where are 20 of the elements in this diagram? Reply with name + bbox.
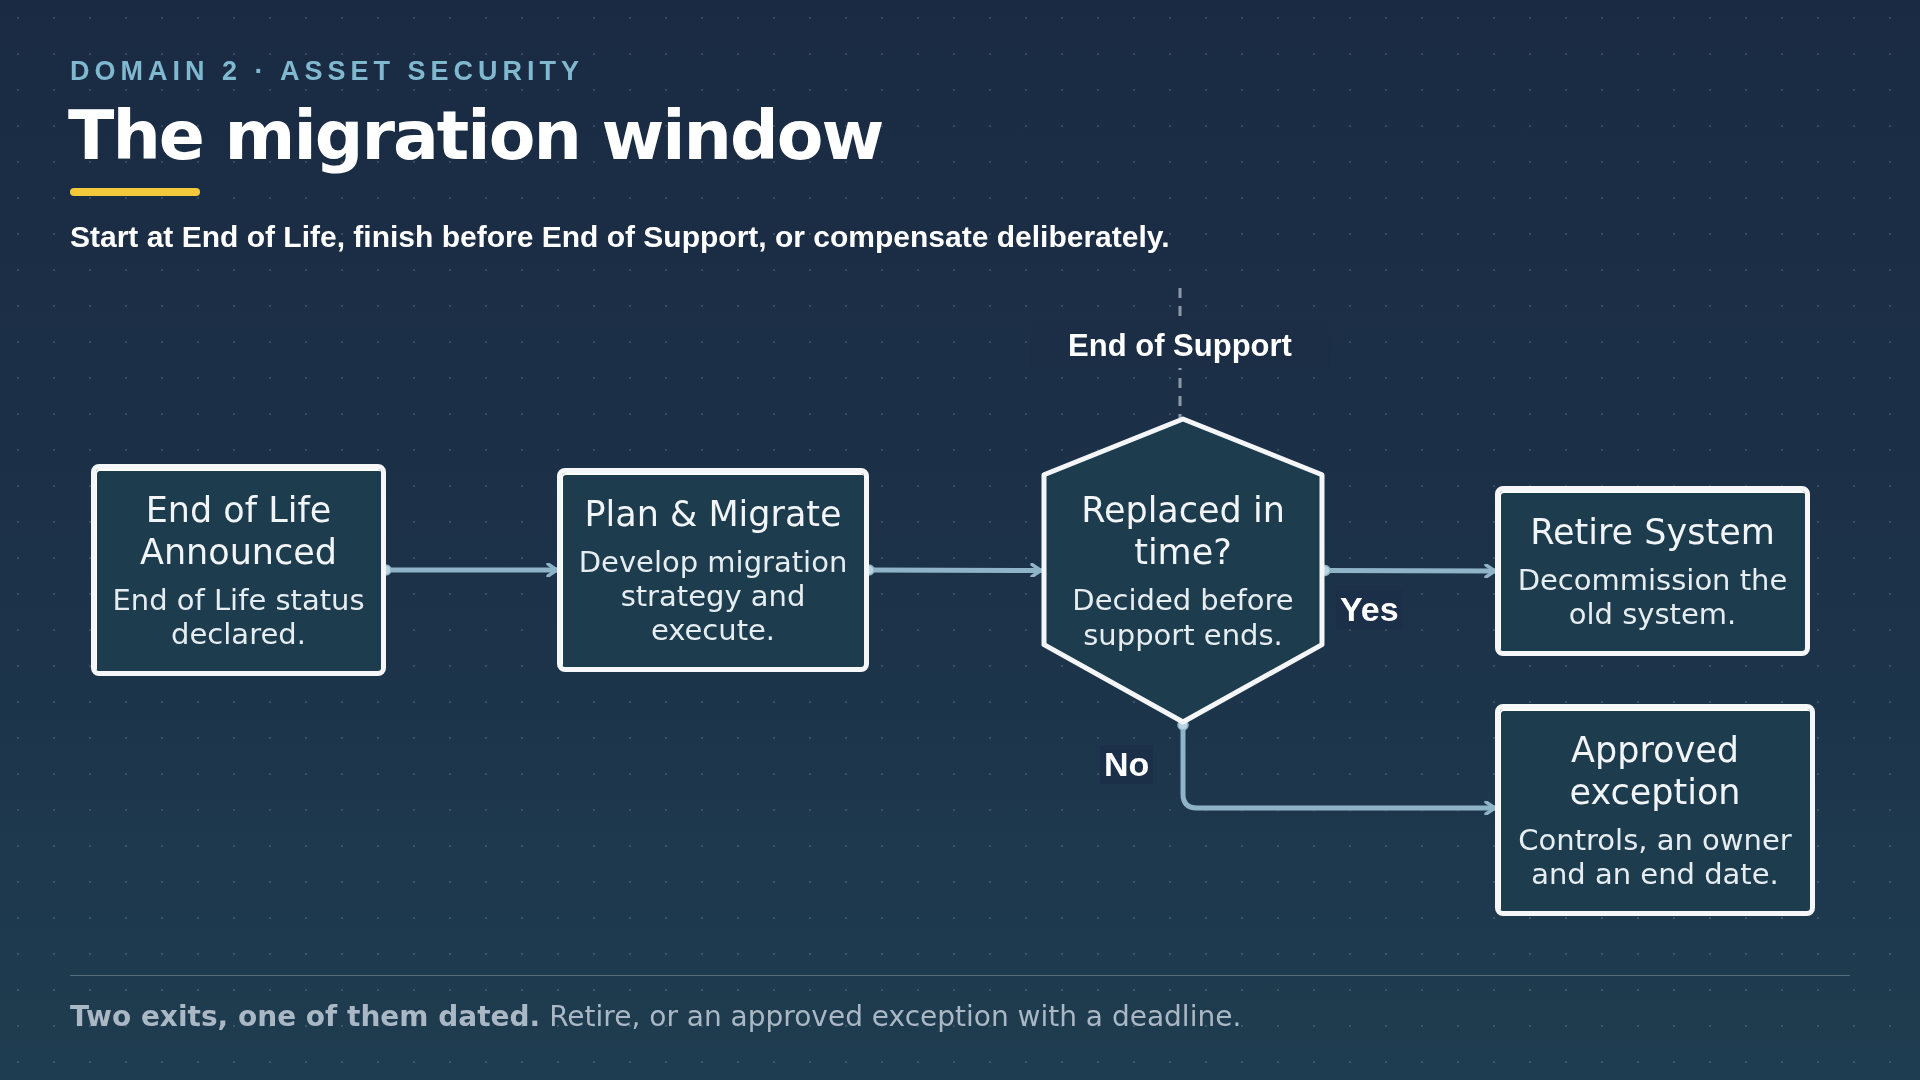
edge-label: No bbox=[1100, 745, 1154, 784]
subtitle: Start at End of Life, finish before End of Support, or compensate deliberately. bbox=[70, 220, 1170, 254]
node-description: Decommission the old system. bbox=[1516, 562, 1789, 632]
footer-note: Two exits, one of them dated. Retire, or an approved exception with a deadline. bbox=[70, 1000, 1242, 1033]
node-description: Develop migration strategy and execute. bbox=[577, 544, 849, 648]
section-kicker: DOMAIN 2 · ASSET SECURITY bbox=[70, 56, 585, 87]
process-box bbox=[91, 464, 386, 676]
process-box bbox=[1495, 704, 1815, 916]
node-heading: Approved exception bbox=[1568, 728, 1742, 813]
node-heading: Retire System bbox=[1530, 510, 1775, 553]
process-box bbox=[557, 468, 869, 672]
node-heading: End of Life Announced bbox=[138, 488, 339, 573]
node-description: End of Life status declared. bbox=[111, 582, 366, 652]
node-description: Controls, an owner and an end date. bbox=[1517, 822, 1793, 892]
decision-hexagon bbox=[1041, 416, 1325, 725]
title: The migration window bbox=[68, 96, 883, 175]
process-box bbox=[1495, 486, 1810, 656]
node-description: Decided before support ends. bbox=[1071, 583, 1295, 652]
node-heading: Replaced in time? bbox=[1080, 489, 1286, 574]
node-heading: Plan & Migrate bbox=[584, 492, 842, 535]
